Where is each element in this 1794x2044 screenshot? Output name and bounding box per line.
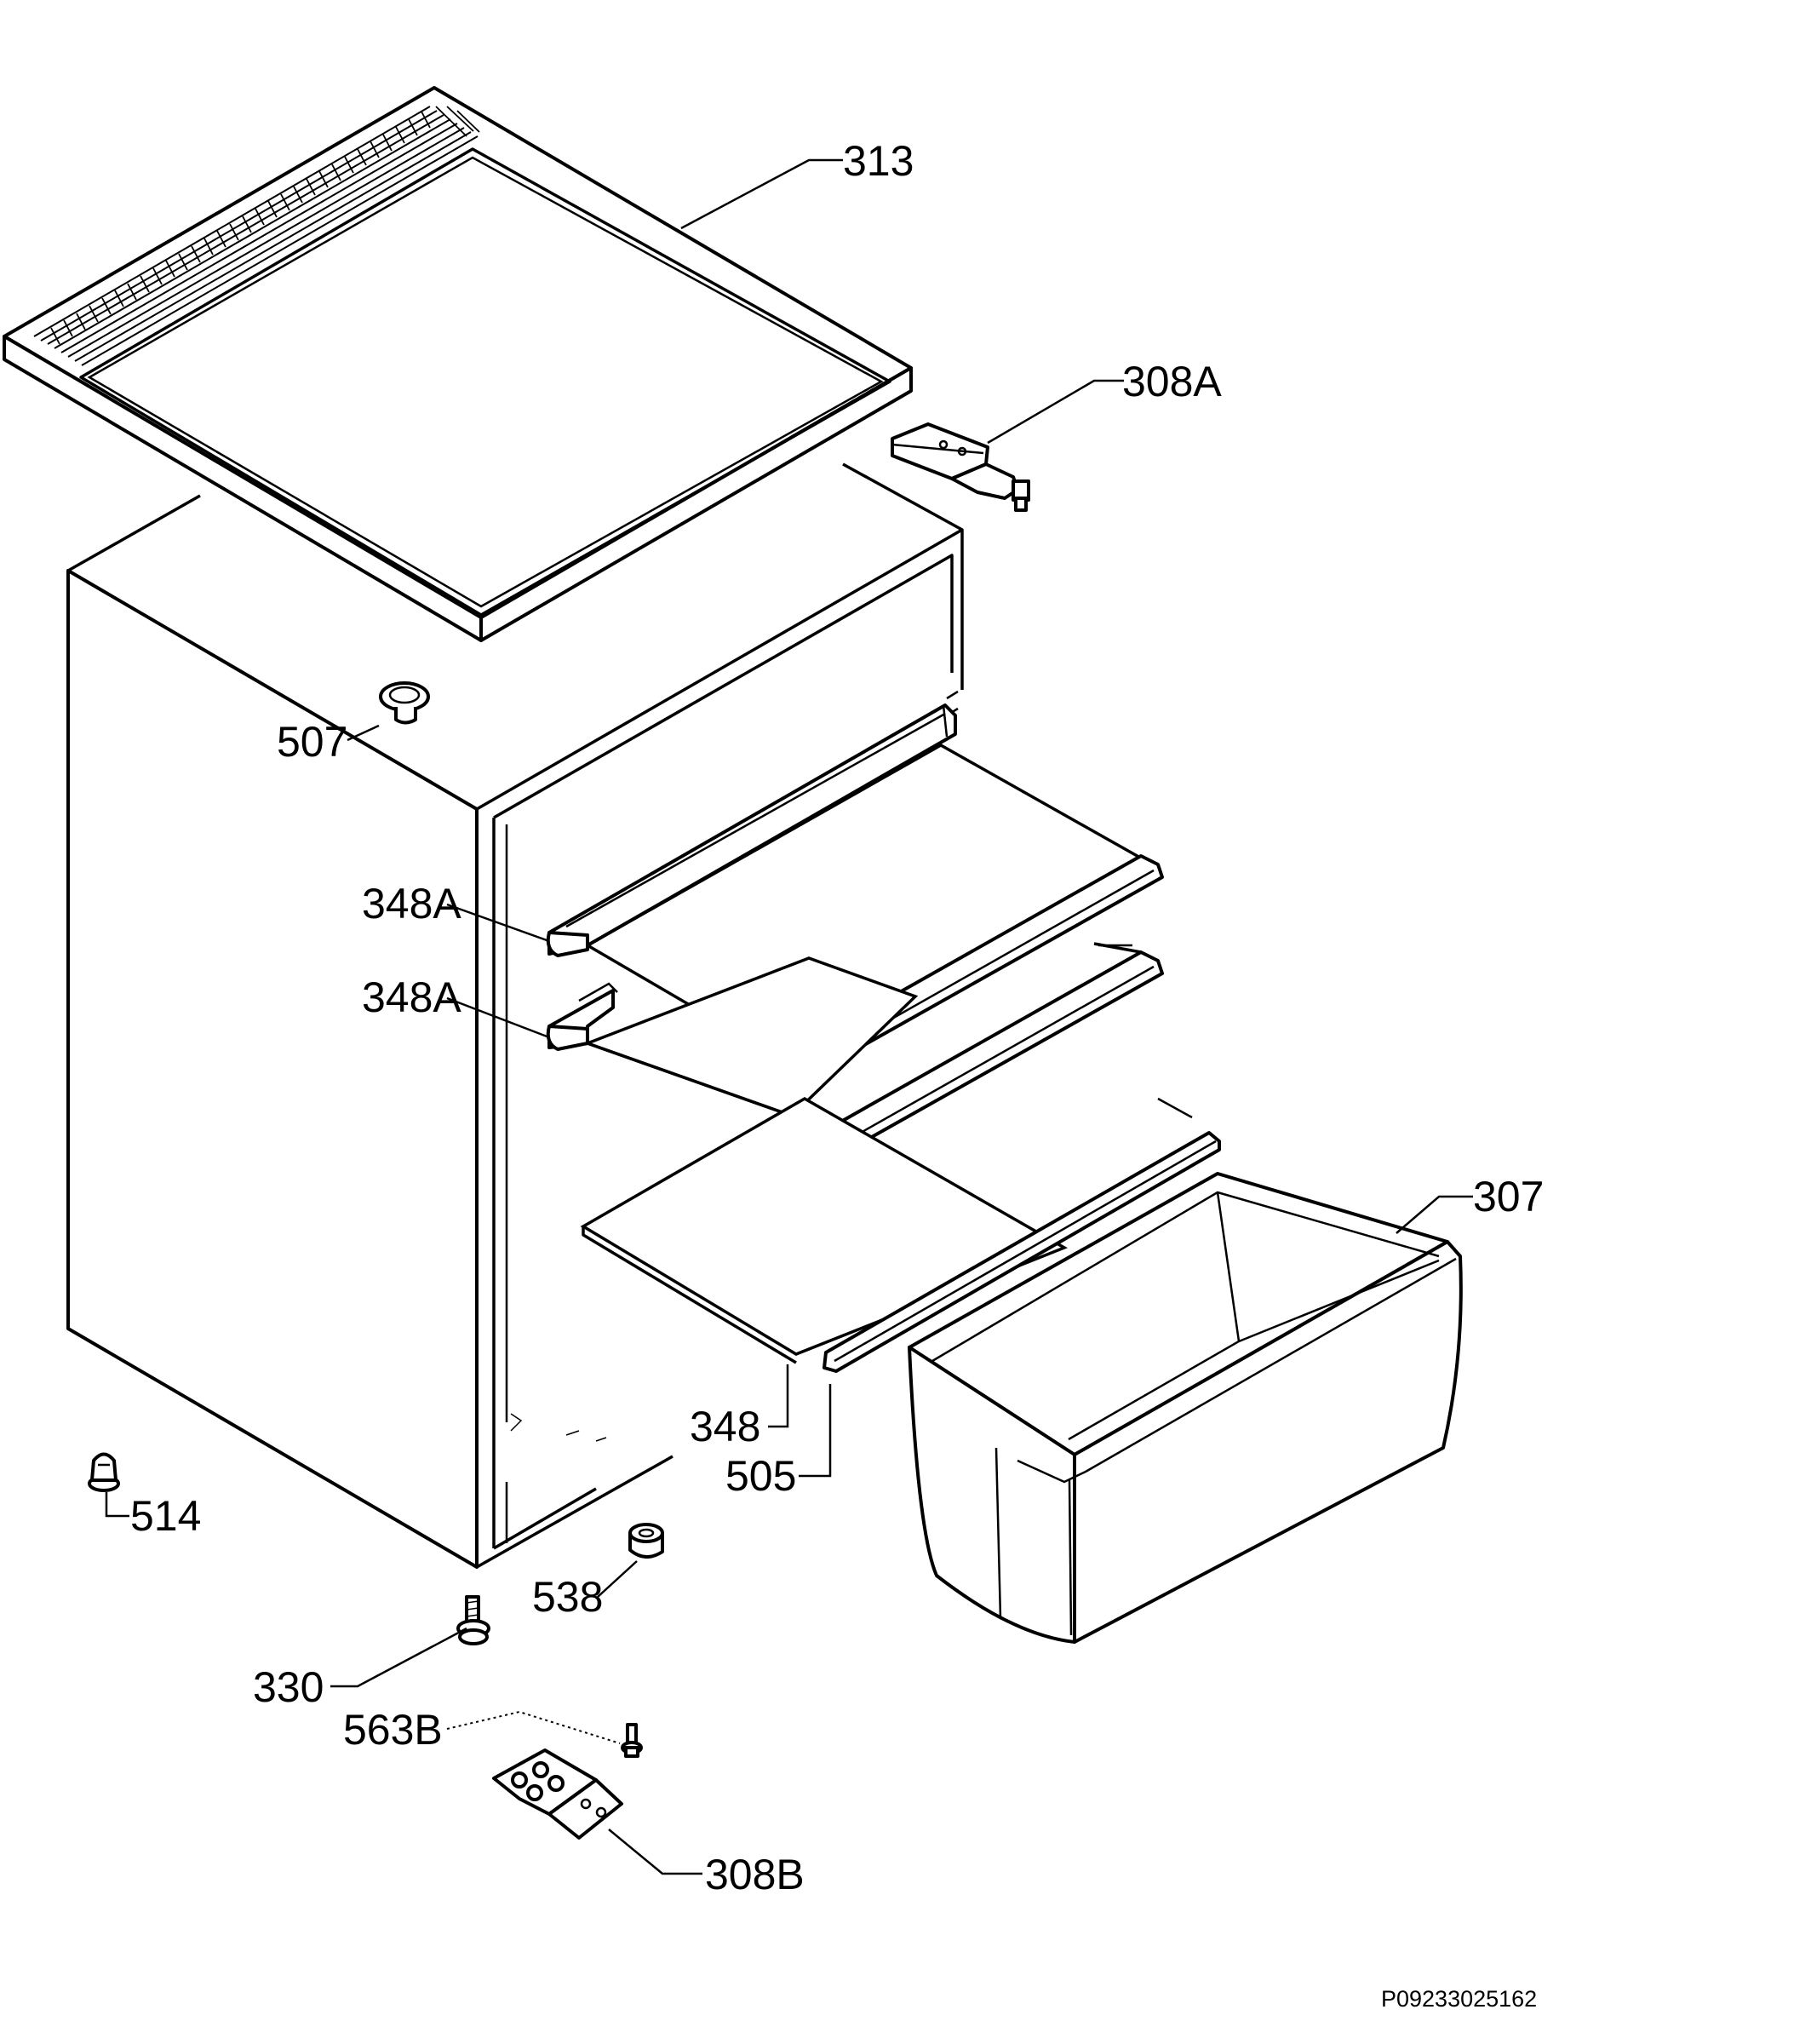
cabinet-body xyxy=(66,462,964,1569)
screw-563b xyxy=(621,1723,643,1758)
clip-514 xyxy=(88,1452,120,1492)
lower-hinge-308b xyxy=(492,1748,623,1840)
leader-lines xyxy=(105,158,1473,1875)
label-308a: 308A xyxy=(1122,358,1222,405)
plug-507 xyxy=(379,681,430,725)
upper-hinge-308a xyxy=(891,422,1030,512)
crisper-drawer-307 xyxy=(908,1172,1463,1644)
label-348a-middle: 348A xyxy=(362,973,461,1021)
label-348a-upper: 348A xyxy=(362,880,461,927)
foot-330 xyxy=(456,1595,490,1645)
bushing-538 xyxy=(628,1523,664,1559)
vent-grille xyxy=(33,106,479,366)
label-330: 330 xyxy=(253,1663,324,1711)
label-308b: 308B xyxy=(705,1851,805,1898)
drawing-code: P09233025162 xyxy=(1381,1986,1537,2012)
label-307: 307 xyxy=(1473,1173,1544,1220)
label-348: 348 xyxy=(690,1403,760,1450)
middle-shelf-348a xyxy=(546,942,1164,1181)
label-507: 507 xyxy=(277,718,347,766)
label-505: 505 xyxy=(725,1452,796,1500)
worktop-313 xyxy=(3,86,913,642)
label-538: 538 xyxy=(532,1573,603,1621)
callout-labels: 313 308A 507 348A 348A 307 348 505 514 5… xyxy=(130,137,1544,2012)
label-313: 313 xyxy=(843,137,914,185)
trim-strip-505 xyxy=(822,1131,1221,1373)
upper-shelf-348a xyxy=(546,703,1164,1085)
label-563b: 563B xyxy=(343,1706,443,1754)
label-514: 514 xyxy=(130,1492,201,1540)
